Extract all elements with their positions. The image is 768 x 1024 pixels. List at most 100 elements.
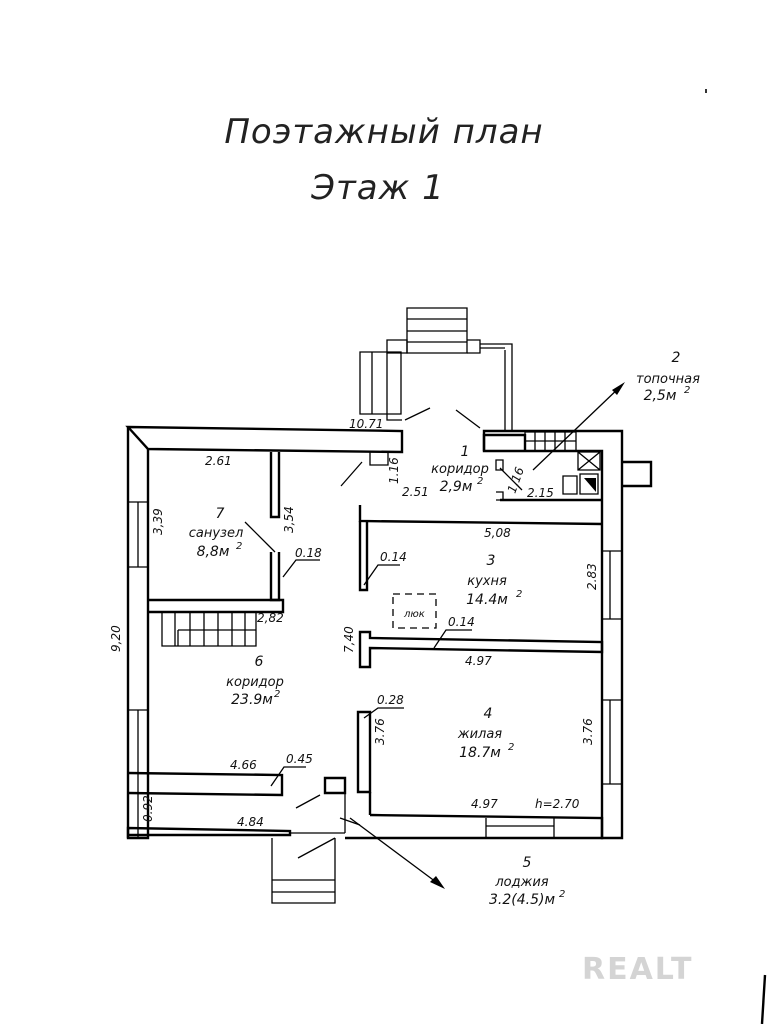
- dim-kitchen-height: 2.83: [585, 563, 599, 590]
- stray-mark: [705, 89, 707, 93]
- kitchen-top-wall: [358, 505, 603, 526]
- room-area-unit-sup: 2: [559, 889, 565, 900]
- room-number: 7: [216, 506, 225, 522]
- corridor-partition: [127, 771, 284, 797]
- loggia-steps: [271, 838, 336, 904]
- entrance-door-swing: [404, 407, 481, 429]
- boiler-room: [482, 431, 602, 502]
- room-area: 8,8м: [197, 544, 230, 560]
- room-name: кухня: [467, 574, 507, 589]
- dim-kitchen-wall-bottom: 0.14: [448, 615, 475, 629]
- dim-living-width-top: 4.97: [465, 654, 492, 668]
- stove-unit: [579, 473, 599, 495]
- edge-line: [760, 974, 767, 1024]
- outer-walls: [125, 425, 653, 840]
- loggia-door-swing: [295, 794, 361, 826]
- room-number: 1: [461, 444, 470, 460]
- ceiling-height: h=2.70: [535, 797, 580, 811]
- room-number: 5: [523, 855, 532, 871]
- bath-door-swing: [244, 521, 276, 553]
- room-area-unit-sup: 2: [516, 589, 522, 600]
- water-heater: [562, 475, 578, 495]
- room-label-5: 5 лоджия 3.2(4.5)м 2: [489, 855, 565, 908]
- dim-living-height-right: 3.76: [581, 718, 595, 745]
- room-label-7: 7 санузел 8,8м 2: [189, 506, 244, 560]
- bath-bottom-wall: [148, 598, 285, 614]
- dim-loggia-width: 4.84: [237, 815, 264, 829]
- room-area: 2,5м: [644, 388, 677, 404]
- room-number: 2: [672, 350, 681, 366]
- leader-0-14-top: [363, 564, 400, 586]
- leader-loggia: [349, 817, 441, 886]
- dim-hall-width: 2.51: [402, 485, 429, 499]
- stove-fill: [584, 478, 596, 492]
- porch-side-steps: [359, 351, 402, 421]
- room-area: 3.2(4.5)м: [489, 892, 555, 908]
- watermark-logo: REALT: [582, 952, 694, 987]
- boiler-vent-grid: [524, 431, 577, 452]
- room-label-6: 6 коридор 23.9м 2: [226, 654, 284, 708]
- room-name: коридор: [226, 675, 284, 690]
- room-name: жилая: [457, 727, 502, 742]
- room-area: 23.9м: [231, 692, 273, 708]
- dim-overall-width: 10.71: [349, 417, 383, 431]
- dim-bath-partition: 3,54: [282, 506, 296, 533]
- boiler-unit: [577, 451, 601, 471]
- room-number: 6: [255, 654, 264, 670]
- leader-0-18: [282, 559, 320, 578]
- window-bottom-living: [485, 818, 555, 838]
- dim-kitchen-wall-top: 0.14: [380, 550, 407, 564]
- wall-bottom-right: [345, 813, 604, 840]
- hatch-label: люк: [403, 609, 425, 620]
- room-area: 2,9м: [440, 479, 473, 495]
- room-area-unit-sup: 2: [236, 541, 242, 552]
- leader-boiler: [532, 384, 623, 471]
- dim-hall-height-left: 1.16: [387, 457, 401, 484]
- room-name: санузел: [189, 526, 244, 541]
- bath-door-jamb: [269, 552, 281, 602]
- leader-0-14-bottom: [433, 629, 472, 649]
- dim-living-wall: 0.28: [377, 693, 404, 707]
- boiler-wall-block: [482, 433, 527, 451]
- dim-bath-width: 2.61: [205, 454, 232, 468]
- wall-top-left: [125, 425, 404, 454]
- plan-title: Поэтажный план: [224, 112, 544, 152]
- boiler-door-jambs: [495, 459, 504, 501]
- dim-bath-height: 3,39: [151, 508, 165, 535]
- dim-bath-wall: 0.18: [295, 546, 322, 560]
- dim-kitchen-width: 5,08: [484, 526, 511, 540]
- loggia-step-arrow: [297, 837, 336, 859]
- arrow-head-loggia: [430, 876, 445, 889]
- dim-hall-height-right: 1.16: [505, 465, 527, 495]
- dim-living-height-left: 3.76: [373, 718, 387, 745]
- room-area-unit-sup: 2: [508, 742, 514, 753]
- staircase: [161, 612, 257, 647]
- dim-corridor-partition-thickness: 0.45: [286, 752, 313, 766]
- leader-0-45: [270, 766, 306, 787]
- leader-0-28: [363, 707, 404, 719]
- floor-hatch: люк: [392, 593, 437, 629]
- hall-door-swing: [340, 461, 363, 487]
- window-left-top: [128, 501, 148, 568]
- porch-right-wall: [480, 343, 513, 431]
- room-label-1: 1 коридор 2,9м 2: [431, 444, 489, 495]
- boiler-door-swing: [499, 467, 523, 491]
- loggia-door-post: [323, 776, 347, 795]
- hall-wall-notch: [369, 452, 389, 466]
- dim-inner-depth: 7,40: [342, 626, 356, 653]
- living-left-wall: [356, 710, 372, 794]
- bath-partition: [269, 452, 281, 519]
- arrow-head-boiler: [612, 382, 625, 395]
- dim-boiler-width: 2.15: [527, 486, 554, 500]
- room-name: лоджия: [494, 875, 548, 890]
- dim-corridor-partition-width: 4.66: [230, 758, 257, 772]
- room-label-2: 2 топочная 2,5м 2: [636, 350, 700, 404]
- dim-overall-height: 9,20: [109, 625, 123, 652]
- kitchen-left-wall-top: [358, 521, 369, 592]
- floor-subtitle: Этаж 1: [311, 168, 445, 208]
- room-area-unit-sup: 2: [477, 476, 483, 487]
- window-right-living: [602, 699, 622, 785]
- dim-living-width-bottom: 4.97: [471, 797, 498, 811]
- room-number: 3: [487, 553, 496, 569]
- room-label-4: 4 жилая 18.7м 2: [457, 706, 515, 761]
